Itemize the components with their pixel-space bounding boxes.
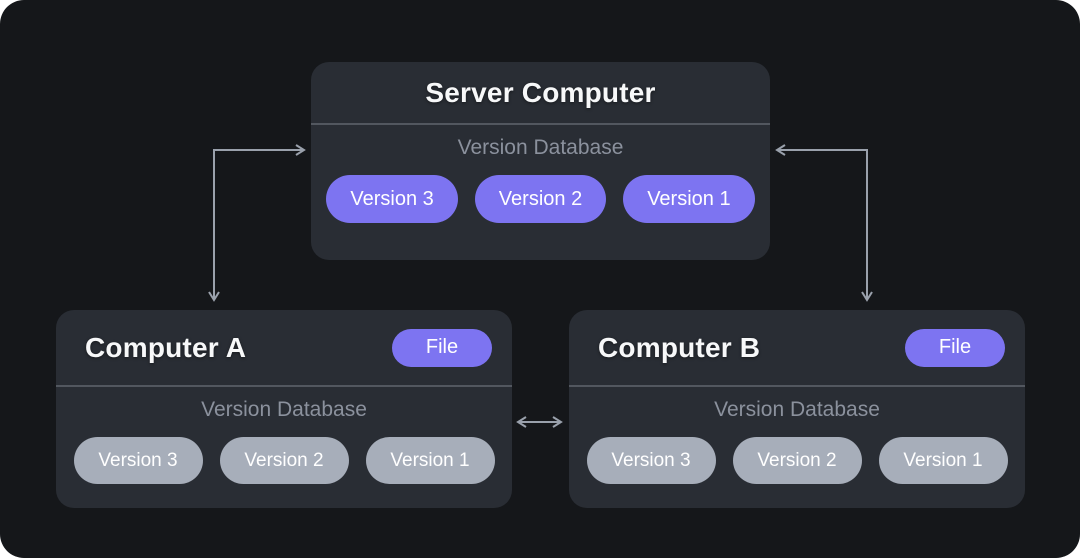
server-header-divider xyxy=(311,123,770,125)
arrow-server-to-computer-a xyxy=(208,144,306,302)
computer-a-version-list: Version 3 Version 2 Version 1 xyxy=(73,437,495,484)
computer-b-version-database: Version Database Version 3 Version 2 Ver… xyxy=(569,387,1025,508)
server-computer-box: Server Computer Version Database Version… xyxy=(311,62,770,260)
server-database-label: Version Database xyxy=(457,136,624,159)
arrow-server-to-computer-b xyxy=(775,144,873,302)
computer-b-database-label: Version Database xyxy=(714,398,880,421)
computer-a-version-pill: Version 3 xyxy=(73,437,203,484)
computer-a-version-database: Version Database Version 3 Version 2 Ver… xyxy=(56,387,512,508)
computer-a-version-pill: Version 1 xyxy=(365,437,495,484)
server-computer-title: Server Computer xyxy=(425,76,656,108)
computer-a-box: Computer A File Version Database Version… xyxy=(56,310,512,508)
server-version-pill: Version 1 xyxy=(623,175,755,223)
server-version-database: Version Database Version 3 Version 2 Ver… xyxy=(311,125,770,260)
computer-a-title: Computer A xyxy=(85,331,247,363)
computer-a-file-pill: File xyxy=(392,328,492,367)
computer-a-version-pill: Version 2 xyxy=(219,437,349,484)
computer-a-header-divider xyxy=(56,385,512,387)
computer-b-box: Computer B File Version Database Version… xyxy=(569,310,1025,508)
computer-a-header: Computer A File xyxy=(56,310,512,385)
server-version-pill: Version 3 xyxy=(326,175,458,223)
computer-b-version-list: Version 3 Version 2 Version 1 xyxy=(586,437,1008,484)
computer-b-version-pill: Version 2 xyxy=(732,437,862,484)
computer-b-file-pill: File xyxy=(905,328,1005,367)
computer-b-header: Computer B File xyxy=(569,310,1025,385)
computer-b-version-pill: Version 3 xyxy=(586,437,716,484)
computer-b-title: Computer B xyxy=(598,331,761,363)
computer-b-version-pill: Version 1 xyxy=(878,437,1008,484)
server-computer-header: Server Computer xyxy=(311,62,770,123)
computer-a-database-label: Version Database xyxy=(201,398,367,421)
computer-b-header-divider xyxy=(569,385,1025,387)
server-version-pill: Version 2 xyxy=(474,175,607,223)
server-version-list: Version 3 Version 2 Version 1 xyxy=(326,175,755,223)
